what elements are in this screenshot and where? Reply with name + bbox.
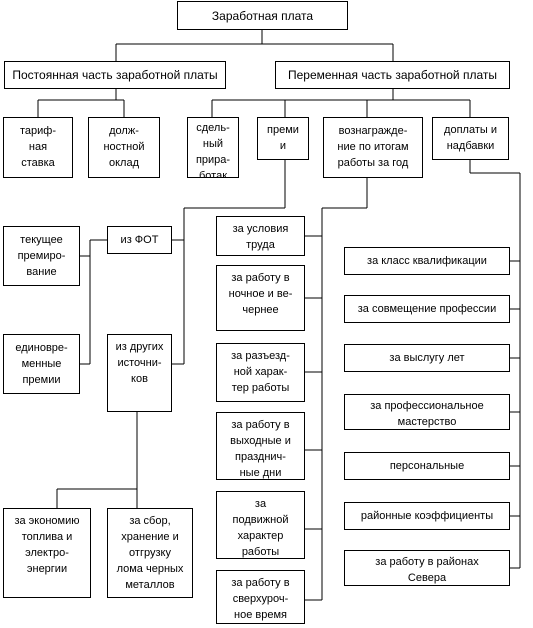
- fuel-saving-box: за экономию топлива и электро- энергии: [3, 508, 91, 598]
- fixed-part-box: Постоянная часть заработной платы: [4, 61, 226, 89]
- other-line-2: источни-: [117, 357, 162, 369]
- condition-3-line-1: за разъезд-: [231, 350, 290, 362]
- scrap-line-5: металлов: [125, 579, 175, 591]
- condition-5-line-4: работы: [241, 546, 280, 558]
- current-line-2: премиро-: [17, 250, 66, 262]
- bonuses-box: преми и: [257, 117, 309, 160]
- from-other-sources-box: из других источни- ков: [107, 334, 172, 412]
- bonuses-line-2: и: [279, 140, 287, 152]
- tariff-rate-box: тариф- ная ставка: [3, 117, 73, 178]
- salary-line-3: оклад: [108, 157, 139, 169]
- surcharges-line-2: надбавки: [446, 140, 495, 152]
- condition-2-line-3: чернее: [242, 304, 279, 316]
- fuel-line-1: за экономию: [14, 515, 80, 527]
- allowance-2-line-1: за совмещение профессии: [357, 303, 497, 315]
- condition-traveling-work: за разъезд- ной харак- тер работы: [216, 343, 305, 402]
- allowance-1-line-1: за класс квалификации: [367, 255, 487, 267]
- fuel-line-4: энергии: [26, 563, 68, 575]
- current-line-1: текущее: [20, 234, 63, 246]
- salary-line-2: ностной: [103, 141, 145, 153]
- root-label: Заработная плата: [211, 9, 314, 23]
- scrap-line-4: лома черных: [116, 563, 184, 575]
- piece-line-2: ный: [202, 138, 224, 150]
- allowance-5-line-1: персональные: [389, 460, 465, 472]
- scrap-line-2: хранение и: [121, 531, 179, 543]
- other-line-1: из других: [115, 341, 164, 353]
- tariff-line-1: тариф-: [19, 125, 56, 137]
- condition-4-line-4: ные дни: [239, 467, 282, 479]
- annual-line-1: вознагражде-: [338, 125, 408, 137]
- condition-5-line-2: подвижной: [232, 514, 289, 526]
- condition-mobile-work: за подвижной характер работы: [216, 491, 305, 559]
- annual-line-3: работы за год: [337, 157, 409, 169]
- allowance-regional-coefficients: районные коэффициенты: [344, 502, 510, 530]
- official-salary-box: долж- ностной оклад: [88, 117, 160, 178]
- piece-line-3: прира-: [195, 154, 231, 166]
- allowance-qualification: за класс квалификации: [344, 247, 510, 275]
- fuel-line-2: топлива и: [21, 531, 73, 543]
- variable-part-box: Переменная часть заработной платы: [275, 61, 510, 89]
- condition-5-line-1: за: [254, 498, 267, 510]
- fot-line-1: из ФОТ: [120, 234, 159, 246]
- condition-6-line-3: ное время: [234, 609, 287, 621]
- condition-2-line-1: за работу в: [231, 272, 290, 284]
- one-time-bonus-box: единовре- менные премии: [3, 334, 80, 394]
- allowance-personal: персональные: [344, 452, 510, 480]
- surcharges-line-1: доплаты и: [444, 124, 497, 136]
- annual-line-2: ние по итогам: [337, 141, 409, 153]
- condition-working-conditions: за условия труда: [216, 216, 305, 256]
- condition-6-line-2: сверхуроч-: [232, 593, 289, 605]
- condition-4-line-2: выходные и: [230, 435, 291, 447]
- tariff-line-2: ная: [28, 141, 48, 153]
- condition-4-line-1: за работу в: [231, 419, 290, 431]
- allowance-4-line-2: мастерство: [397, 416, 457, 428]
- condition-5-line-3: характер: [237, 530, 284, 542]
- piece-line-1: сдель-: [196, 122, 230, 134]
- bonuses-line-1: преми: [267, 124, 299, 136]
- surcharges-box: доплаты и надбавки: [432, 117, 509, 160]
- allowance-6-line-1: районные коэффициенты: [360, 510, 494, 522]
- fixed-part-label: Постоянная часть заработной платы: [12, 68, 218, 82]
- allowance-north-regions: за работу в районах Севера: [344, 550, 510, 586]
- allowance-professional-mastery: за профессиональное мастерство: [344, 394, 510, 430]
- condition-3-line-2: ной харак-: [233, 366, 288, 378]
- allowance-4-line-1: за профессиональное: [370, 400, 484, 412]
- allowance-combined-profession: за совмещение профессии: [344, 295, 510, 323]
- one-time-line-2: менные: [21, 358, 62, 370]
- condition-4-line-3: празднич-: [235, 451, 286, 463]
- allowance-seniority: за выслугу лет: [344, 344, 510, 372]
- condition-overtime-work: за работу в сверхуроч- ное время: [216, 570, 305, 624]
- allowance-3-line-1: за выслугу лет: [389, 352, 465, 364]
- one-time-line-1: единовре-: [15, 342, 68, 354]
- condition-weekend-work: за работу в выходные и празднич- ные дни: [216, 412, 305, 480]
- condition-6-line-1: за работу в: [231, 577, 290, 589]
- variable-part-label: Переменная часть заработной платы: [287, 68, 497, 82]
- one-time-line-3: премии: [22, 374, 61, 386]
- condition-1-line-1: за условия: [232, 223, 289, 235]
- condition-night-work: за работу в ночное и ве- чернее: [216, 265, 305, 331]
- allowance-7-line-2: Севера: [407, 572, 447, 584]
- from-wage-fund-box: из ФОТ: [107, 226, 172, 254]
- piece-line-4: ботак: [198, 170, 228, 178]
- scrap-collection-box: за сбор, хранение и отгрузку лома черных…: [107, 508, 193, 598]
- condition-2-line-2: ночное и ве-: [228, 288, 293, 300]
- scrap-line-1: за сбор,: [129, 515, 171, 527]
- fuel-line-3: электро-: [25, 547, 69, 559]
- root-box: Заработная плата: [177, 1, 348, 30]
- condition-3-line-3: тер работы: [231, 382, 290, 394]
- tariff-line-3: ставка: [21, 157, 55, 169]
- piecework-box: сдель- ный прира- ботак: [187, 117, 239, 178]
- scrap-line-3: отгрузку: [129, 547, 171, 559]
- salary-line-1: долж-: [109, 125, 139, 137]
- other-line-3: ков: [131, 373, 148, 385]
- current-line-3: вание: [26, 266, 57, 278]
- current-bonus-box: текущее премиро- вание: [3, 226, 80, 286]
- allowance-7-line-1: за работу в районах: [375, 556, 479, 568]
- condition-1-line-2: труда: [246, 239, 275, 251]
- annual-reward-box: вознагражде- ние по итогам работы за год: [323, 117, 423, 178]
